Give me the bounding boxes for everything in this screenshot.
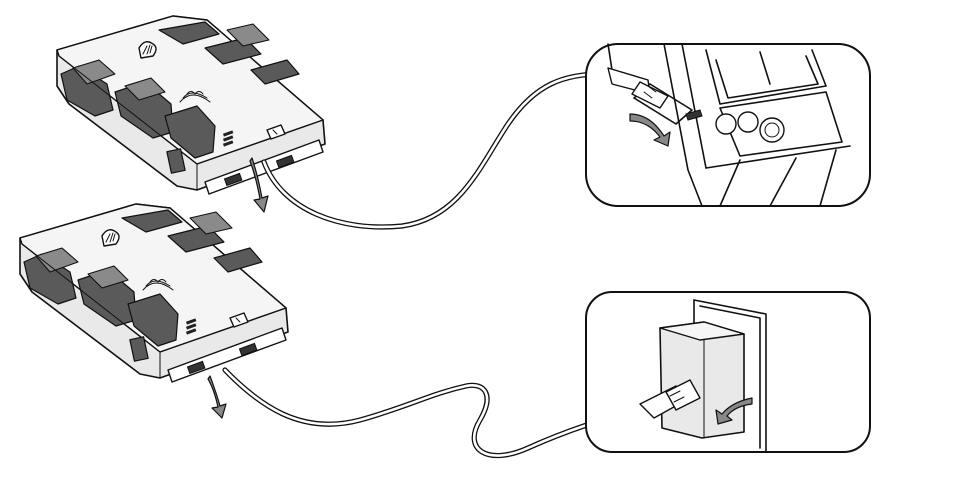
wall-outlet-inset: [585, 291, 871, 453]
power-bank-top: [56, 15, 326, 195]
car-socket-inset: [585, 43, 871, 207]
power-bank-bottom: [19, 203, 289, 383]
insert-arrow-icon: [249, 157, 269, 213]
insert-arrow-icon: [207, 375, 227, 419]
wall-cable: [222, 367, 653, 459]
car-cable: [261, 71, 615, 230]
